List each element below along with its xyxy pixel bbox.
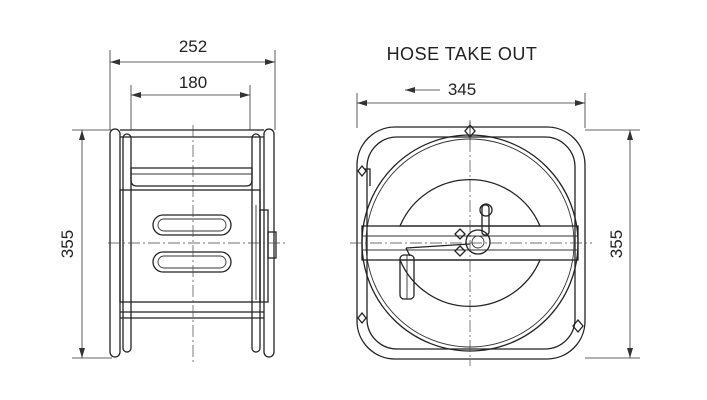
slot-upper: [152, 214, 232, 236]
front-view: HOSE TAKE OUT 345 355: [350, 44, 640, 366]
dim-180-label: 180: [179, 73, 207, 92]
hub: [465, 229, 491, 255]
dim-355-side: 355: [58, 129, 112, 359]
title: HOSE TAKE OUT: [387, 44, 538, 64]
dim-252-label: 252: [179, 37, 207, 56]
dim-355-front-label: 355: [607, 230, 626, 258]
side-frame: [108, 125, 285, 365]
dim-252: 252: [109, 37, 276, 130]
dim-180: 180: [130, 73, 251, 130]
dim-345: 345: [356, 80, 586, 128]
slot-lower: [152, 251, 232, 273]
side-view: 252 180 355: [58, 37, 285, 365]
dim-355-side-label: 355: [58, 230, 77, 258]
dim-345-label: 345: [448, 80, 476, 99]
dim-355-front: 355: [585, 129, 640, 359]
mount-marks: [357, 122, 584, 334]
